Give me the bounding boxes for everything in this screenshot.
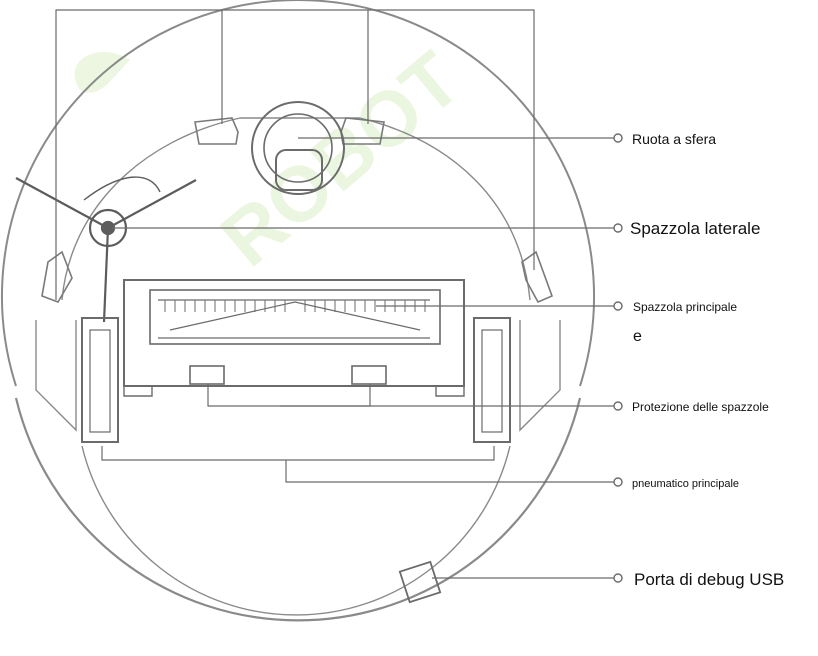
left-edge-contour [35, 320, 77, 432]
ball-wheel-inner [263, 113, 333, 183]
callout-labels: Ruota a sfera Spazzola laterale Spazzola… [630, 131, 784, 589]
brush-housing-lip [123, 385, 465, 397]
robot-inner-upper-contour [61, 117, 531, 301]
robot-outer-shell [1, 0, 595, 387]
top-bracket-outer [55, 9, 535, 300]
label-side-brush: Spazzola laterale [630, 219, 760, 238]
side-brush-arm-1 [15, 177, 109, 229]
callout-lines [101, 137, 614, 579]
ball-wheel [251, 101, 345, 195]
robot-front-bumper [14, 397, 582, 622]
main-wheel-right-inner [481, 329, 503, 433]
main-brush-housing [123, 279, 465, 387]
ball-wheel-roller [275, 149, 323, 191]
marker-main-tire [613, 477, 623, 487]
side-brush-mount [83, 176, 161, 201]
main-wheels [81, 317, 511, 443]
watermark-text: ROBOT [204, 35, 476, 283]
label-ball-wheel: Ruota a sfera [632, 131, 716, 147]
robot-inner-lower-arc [81, 445, 511, 616]
main-wheel-left [81, 317, 119, 443]
main-wheel-right [473, 317, 511, 443]
side-brush-arm-2 [107, 179, 197, 229]
top-bracket-lines [55, 9, 535, 300]
side-brush-arm-3 [102, 227, 110, 323]
robot-body [1, 0, 595, 622]
marker-brush-guard [613, 401, 623, 411]
leader-main-tire-stem [285, 460, 614, 483]
cliff-sensor-top-left [194, 117, 239, 145]
cliff-sensor-left [41, 250, 73, 303]
label-usb-port: Porta di debug USB [634, 570, 784, 589]
brush-guard-clip-left [189, 365, 225, 385]
side-brush [15, 176, 197, 323]
ball-wheel-housing [251, 101, 345, 195]
marker-usb-port [613, 573, 623, 583]
main-wheel-left-inner [89, 329, 111, 433]
marker-side-brush [613, 223, 623, 233]
cliff-sensor-top-right [340, 117, 385, 145]
brush-guard-clip-right [351, 365, 387, 385]
label-main-tire: pneumatico principale [632, 478, 739, 490]
label-brush-guard: Protezione delle spazzole [632, 400, 769, 414]
main-brush-assembly [123, 279, 465, 397]
leader-main-tire [101, 446, 495, 461]
label-main-brush-line1: Spazzola principale [633, 300, 737, 314]
marker-main-brush [613, 301, 623, 311]
main-brush-cover [149, 289, 441, 345]
callout-markers [613, 133, 623, 583]
leader-brush-guard [207, 384, 371, 407]
label-main-brush-line2: e [633, 328, 642, 345]
marker-ball-wheel [613, 133, 623, 143]
usb-debug-port [398, 560, 442, 604]
right-edge-contour [519, 320, 561, 432]
